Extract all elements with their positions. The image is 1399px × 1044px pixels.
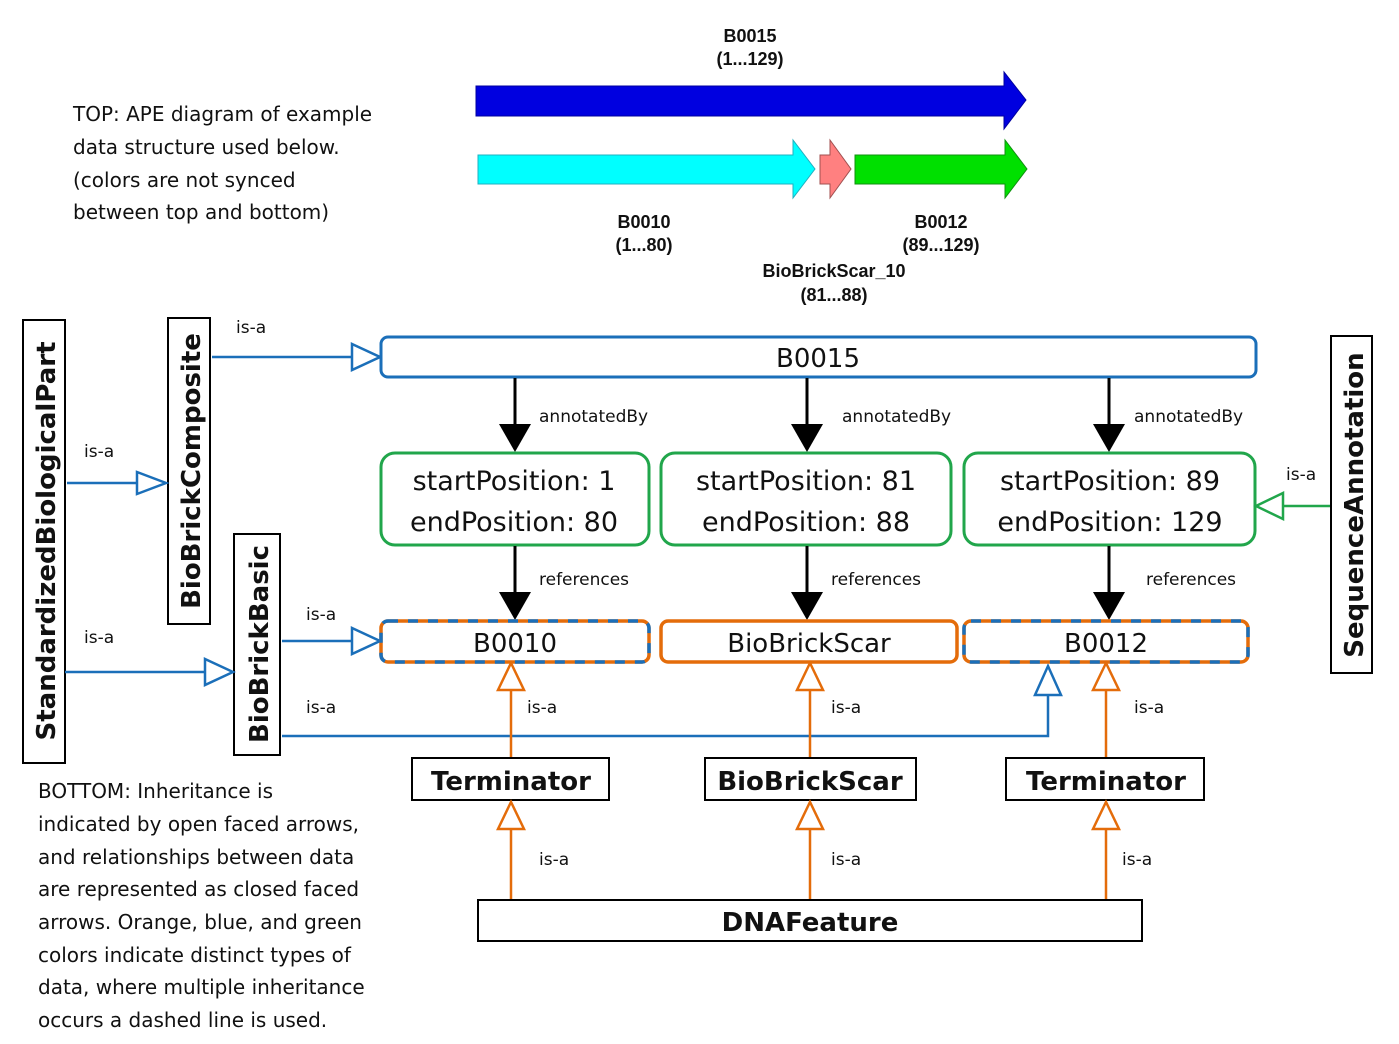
isa-composite-to-b0015: is-a (212, 318, 383, 372)
instance-b0012[interactable]: B0012 (962, 619, 1250, 664)
isa-label: is-a (527, 698, 557, 718)
references-arrow-1: references (499, 546, 629, 620)
isa-label: is-a (1134, 698, 1164, 718)
isa-basic-to-b0012: is-a (282, 662, 1063, 738)
annotated-by-arrow-2: annotatedBy (791, 378, 951, 452)
annotation-end-position: endPosition: 129 (997, 507, 1222, 538)
annotated-by-arrow-3: annotatedBy (1093, 378, 1243, 452)
isa-terminator1-to-b0010: is-a (496, 660, 557, 757)
ape-b0012-arrow (854, 138, 1028, 200)
isa-label: is-a (84, 442, 114, 462)
instance-b0015[interactable]: B0015 (379, 335, 1258, 379)
instance-b0010[interactable]: B0010 (379, 619, 651, 664)
annotation-start-position: startPosition: 81 (696, 466, 916, 497)
isa-standardized-to-basic: is-a (65, 628, 236, 687)
annotation-end-position: endPosition: 88 (702, 507, 910, 538)
isa-dnafeature-to-scar: is-a (795, 799, 861, 899)
isa-label: is-a (1122, 850, 1152, 870)
class-dnafeature-label: DNAFeature (722, 908, 899, 938)
isa-dnafeature-to-terminator1: is-a (496, 799, 569, 899)
ape-b0015-name: B0015 (723, 26, 776, 46)
ape-b0010-name: B0010 (617, 212, 670, 232)
bottom-note-line: data, where multiple inheritance (38, 975, 365, 999)
references-label: references (1146, 570, 1236, 590)
references-arrow-3: references (1093, 546, 1236, 620)
instance-b0015-label: B0015 (776, 344, 860, 374)
references-arrow-2: references (791, 546, 921, 620)
annotated-by-label: annotatedBy (539, 407, 648, 427)
top-note-line: between top and bottom) (73, 200, 329, 224)
top-note-line: (colors are not synced (73, 168, 296, 192)
isa-label: is-a (84, 628, 114, 648)
annotation-end-position: endPosition: 80 (410, 507, 618, 538)
isa-label: is-a (539, 850, 569, 870)
class-terminator-2[interactable]: Terminator (1005, 757, 1205, 801)
instance-biobrickscar[interactable]: BioBrickScar (659, 619, 959, 664)
references-label: references (831, 570, 921, 590)
class-terminator-1[interactable]: Terminator (411, 757, 610, 801)
isa-dnafeature-to-terminator2: is-a (1091, 799, 1152, 899)
isa-label: is-a (306, 605, 336, 625)
class-sequence-annotation[interactable]: SequenceAnnotation (1330, 335, 1373, 674)
ape-scar-range: (81...88) (800, 285, 867, 305)
class-standardized-biological-part[interactable]: StandardizedBiologicalPart (22, 319, 66, 764)
bottom-note-line: colors indicate distinct types of (38, 943, 352, 967)
class-terminator-2-label: Terminator (1026, 767, 1186, 797)
top-note-line: data structure used below. (73, 135, 340, 159)
class-biobrick-composite[interactable]: BioBrickComposite (167, 317, 211, 625)
instance-biobrickscar-label: BioBrickScar (727, 629, 891, 659)
isa-scar-to-biobrickscar: is-a (795, 660, 861, 757)
isa-sequence-annotation-to-annotation: is-a (1253, 465, 1330, 521)
ape-b0015-range: (1...129) (716, 49, 783, 69)
isa-label: is-a (236, 318, 266, 338)
instance-b0010-label: B0010 (473, 629, 557, 659)
ape-b0012-name: B0012 (914, 212, 967, 232)
ape-diagram: B0015 (1...129) B0010 (1...80) B0012 (89… (475, 26, 1028, 305)
class-standardized-label: StandardizedBiologicalPart (32, 341, 62, 740)
class-composite-label: BioBrickComposite (177, 333, 207, 609)
top-note-line: TOP: APE diagram of example (72, 102, 372, 126)
bottom-note-line: arrows. Orange, blue, and green (38, 910, 362, 934)
bottom-note-line: BOTTOM: Inheritance is (38, 779, 273, 803)
bottom-note: BOTTOM: Inheritance is indicated by open… (38, 779, 365, 1032)
class-basic-label: BioBrickBasic (245, 545, 275, 743)
references-label: references (539, 570, 629, 590)
ape-b0015-arrow (475, 70, 1027, 131)
ape-scar-name: BioBrickScar_10 (762, 261, 905, 281)
isa-standardized-to-composite: is-a (67, 442, 170, 496)
class-biobrickscar[interactable]: BioBrickScar (704, 757, 917, 801)
annotated-by-arrow-1: annotatedBy (499, 378, 648, 452)
isa-terminator2-to-b0012: is-a (1091, 660, 1164, 757)
isa-label: is-a (1286, 465, 1316, 485)
class-terminator-1-label: Terminator (431, 767, 591, 797)
annotated-by-label: annotatedBy (842, 407, 951, 427)
top-note: TOP: APE diagram of example data structu… (72, 102, 372, 224)
class-dnafeature[interactable]: DNAFeature (477, 899, 1143, 942)
bottom-note-line: indicated by open faced arrows, (38, 812, 359, 836)
bottom-note-line: and relationships between data (38, 845, 354, 869)
ape-b0010-arrow (477, 138, 816, 200)
class-biobrick-basic[interactable]: BioBrickBasic (233, 533, 281, 756)
bottom-note-line: are represented as closed faced (38, 877, 359, 901)
annotation-start-position: startPosition: 89 (1000, 466, 1220, 497)
annotation-start-position: startPosition: 1 (413, 466, 616, 497)
bottom-note-line: occurs a dashed line is used. (38, 1008, 327, 1032)
class-sequence-annotation-label: SequenceAnnotation (1340, 352, 1370, 657)
annotation-box-3[interactable]: startPosition: 89 endPosition: 129 (962, 451, 1257, 547)
isa-label: is-a (831, 850, 861, 870)
ape-scar-arrow (819, 138, 852, 200)
isa-label: is-a (831, 698, 861, 718)
annotated-by-label: annotatedBy (1134, 407, 1243, 427)
ape-b0012-range: (89...129) (902, 235, 979, 255)
annotation-box-2[interactable]: startPosition: 81 endPosition: 88 (659, 451, 953, 547)
class-biobrickscar-label: BioBrickScar (717, 767, 903, 797)
isa-basic-to-b0010: is-a (282, 605, 383, 656)
ape-b0010-range: (1...80) (615, 235, 672, 255)
instance-b0012-label: B0012 (1064, 629, 1148, 659)
annotation-box-1[interactable]: startPosition: 1 endPosition: 80 (379, 451, 651, 547)
isa-label: is-a (306, 698, 336, 718)
